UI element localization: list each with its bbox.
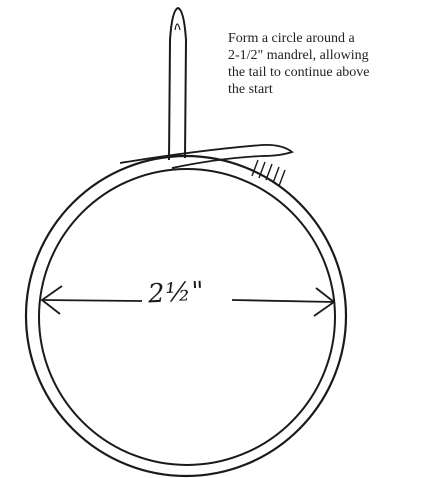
- overlap-hatch-marks: [251, 159, 286, 187]
- caption-line-4: the start: [228, 82, 273, 97]
- inner-ring-edge: [38, 168, 336, 466]
- caption-line-1: Form a circle around a: [228, 31, 355, 46]
- instruction-caption: Form a circle around a 2-1/2" mandrel, a…: [228, 30, 428, 98]
- wire-tail-up: [168, 6, 188, 161]
- caption-line-2: 2-1/2" mandrel, allowing: [228, 48, 369, 63]
- outer-ring-edge: [24, 154, 348, 478]
- wire-overlap-end: [119, 143, 294, 169]
- diameter-label: 2½": [147, 276, 206, 310]
- caption-line-3: the tail to continue above: [228, 65, 370, 80]
- wire-tail-tip-line: [174, 23, 181, 31]
- dimension-arrow: [40, 285, 336, 317]
